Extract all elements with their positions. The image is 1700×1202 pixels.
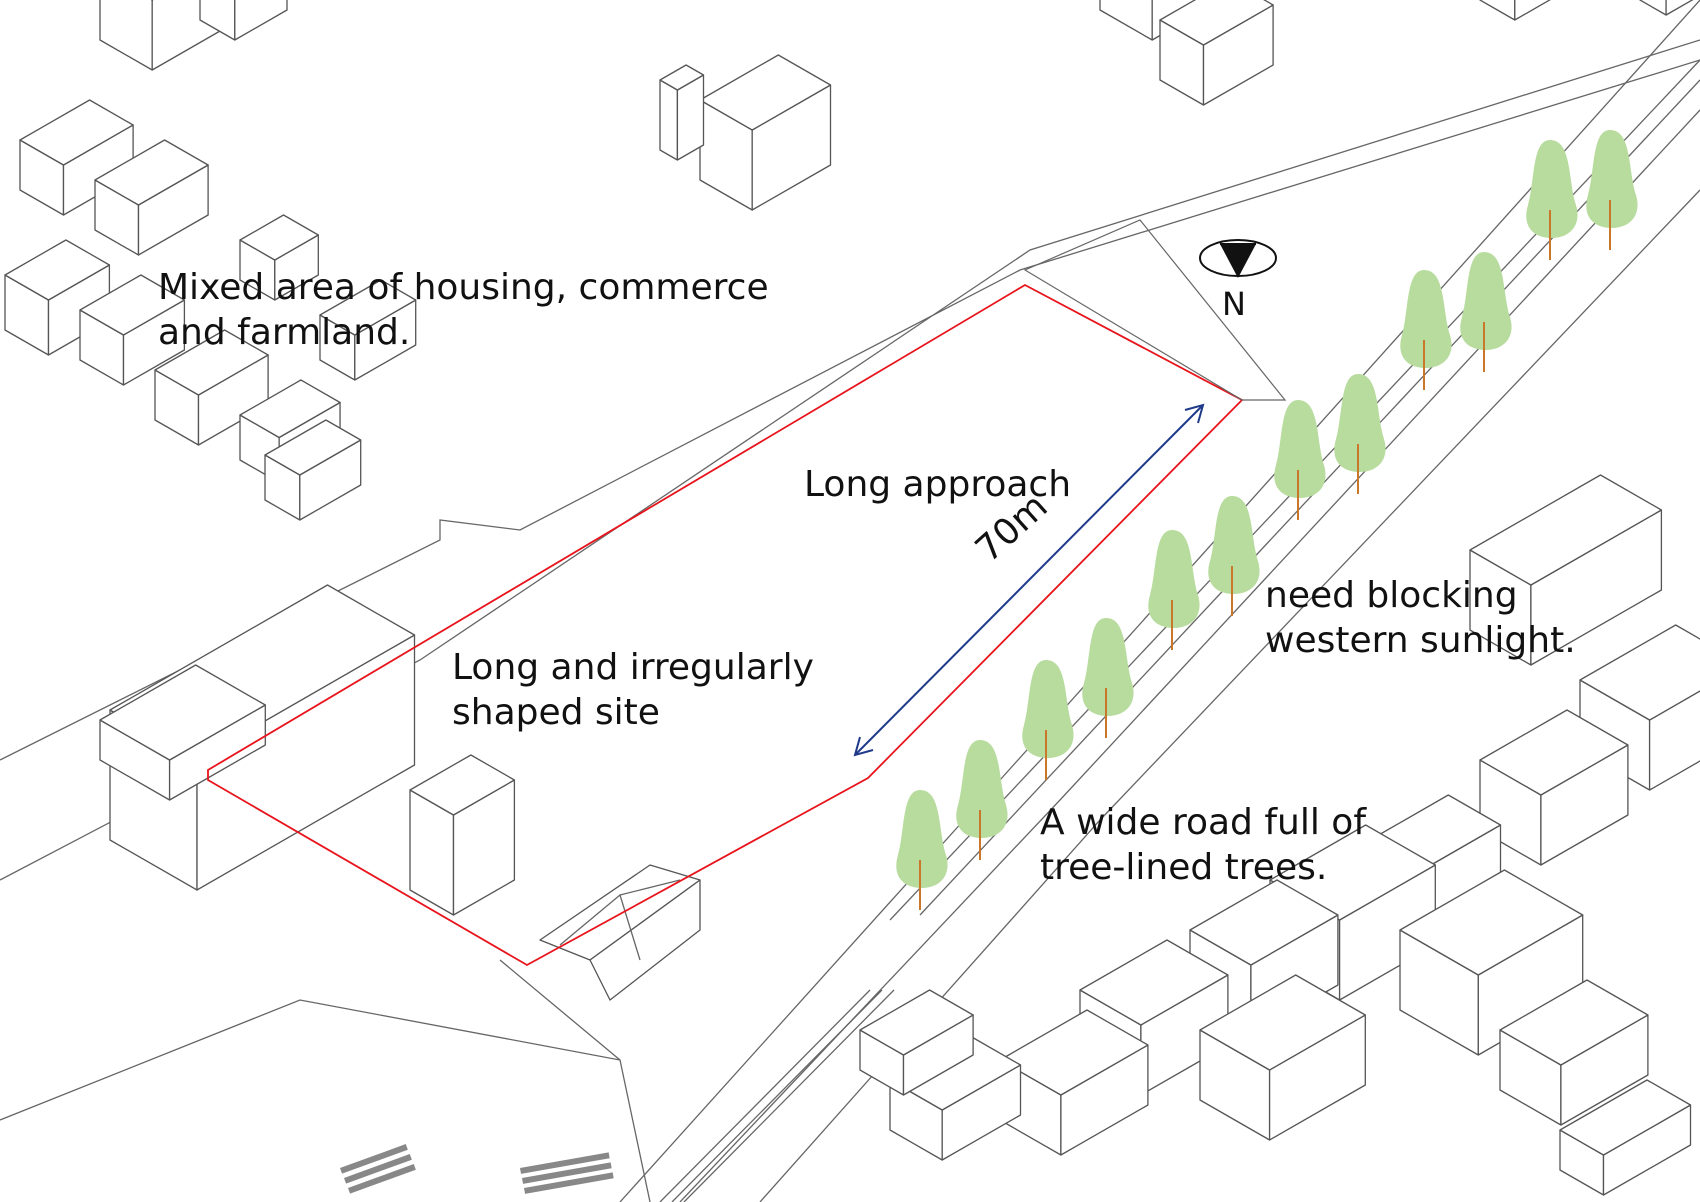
building	[4, 239, 111, 356]
crosswalk	[340, 1144, 614, 1194]
site-label-line1: Long and irregularly	[452, 647, 814, 688]
building	[239, 214, 319, 301]
building	[154, 329, 269, 446]
building	[1199, 974, 1366, 1141]
building	[1499, 979, 1649, 1126]
building	[1469, 474, 1663, 666]
street-tree	[1526, 140, 1578, 260]
site-label: Long and irregularly shaped site	[452, 645, 814, 735]
context-label-line1: Mixed area of housing, commerce	[158, 267, 769, 308]
building	[659, 64, 705, 161]
building	[99, 664, 266, 801]
street-tree	[1334, 374, 1386, 494]
road-label-line1: A wide road full of	[1040, 802, 1366, 843]
adjacent-plot	[1023, 219, 1287, 401]
building	[1639, 0, 1694, 16]
building	[1159, 0, 1274, 106]
small-gable-building	[539, 864, 701, 1001]
dimension-arrow	[853, 403, 1205, 757]
street-tree	[1460, 252, 1512, 372]
building	[699, 54, 832, 211]
street-tree	[1208, 496, 1260, 616]
road-label-line2: tree-lined trees.	[1040, 847, 1328, 888]
north-arrow-icon	[1199, 239, 1277, 278]
street-trees	[896, 130, 1638, 910]
approach-label-text: Long approach	[804, 464, 1072, 505]
building	[264, 419, 362, 521]
street-tree	[1022, 660, 1074, 780]
sunlight-label: need blocking western sunlight.	[1265, 573, 1576, 663]
building	[409, 754, 516, 916]
street-tree	[1274, 400, 1326, 520]
building	[1479, 0, 1551, 21]
site-label-line2: shaped site	[452, 692, 660, 733]
north-letter: N	[1222, 285, 1246, 323]
street-tree	[1400, 270, 1452, 390]
building	[1559, 1079, 1692, 1196]
street-tree	[1148, 530, 1200, 650]
street-tree	[896, 790, 948, 910]
context-label: Mixed area of housing, commerce and farm…	[158, 265, 769, 355]
sunlight-label-line2: western sunlight.	[1265, 620, 1576, 661]
building	[19, 99, 134, 216]
approach-label: Long approach	[804, 462, 1071, 507]
building	[94, 139, 209, 256]
building	[859, 989, 974, 1096]
building	[999, 1009, 1149, 1156]
surrounding-buildings	[4, 0, 1700, 1196]
sunlight-label-line1: need blocking	[1265, 575, 1518, 616]
building	[889, 1034, 1022, 1161]
street-tree	[1082, 618, 1134, 738]
building	[319, 279, 417, 381]
building	[1479, 709, 1629, 866]
street-tree	[1586, 130, 1638, 250]
street-tree	[956, 740, 1008, 860]
context-label-line2: and farmland.	[158, 312, 411, 353]
building	[199, 0, 288, 41]
building	[79, 274, 186, 386]
road-label: A wide road full of tree-lined trees.	[1040, 800, 1366, 890]
